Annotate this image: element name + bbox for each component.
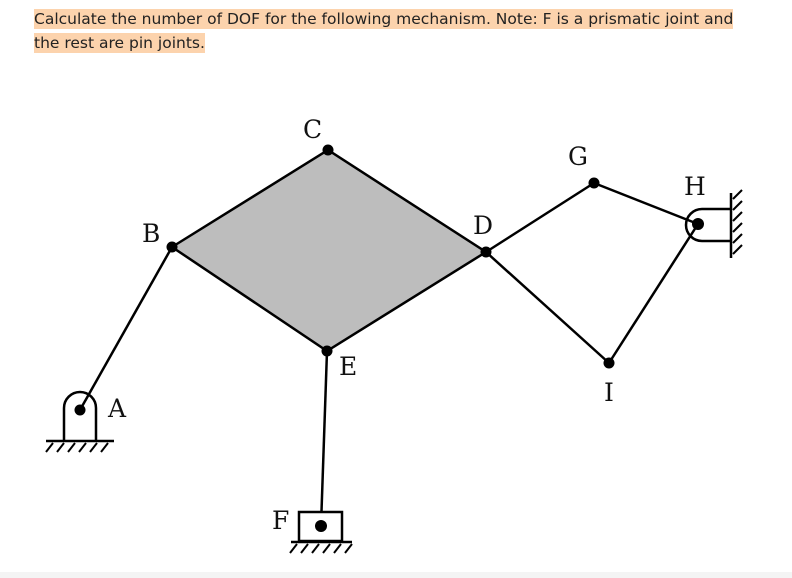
label-h: H [684,172,706,201]
label-b: B [142,219,160,248]
label-a: A [107,394,127,423]
slider-block-f [289,510,353,554]
link-ab [78,246,174,411]
joint-e [321,345,333,357]
joint-b [166,241,178,253]
rigid-plate-bcde [169,148,489,353]
joint-g [588,177,600,189]
label-d: D [473,211,493,240]
link-ef [319,350,329,527]
link-ih [607,223,700,364]
label-c: C [303,115,322,144]
link-gh [593,181,699,226]
joint-a [74,404,86,416]
joint-f [315,520,327,532]
label-i: I [604,378,614,407]
label-e: E [339,352,357,381]
joint-d [480,246,492,258]
link-dg [485,181,595,254]
ground-support-a [45,390,114,453]
bottom-scroll-strip [0,572,792,578]
question-text: Calculate the number of DOF for the foll… [34,7,758,55]
joint-c [322,144,334,156]
label-g: G [568,142,588,171]
joint-i [603,357,615,369]
label-f: F [272,506,289,535]
ground-support-h [684,189,743,258]
link-di [485,251,610,364]
joint-h [692,218,704,230]
